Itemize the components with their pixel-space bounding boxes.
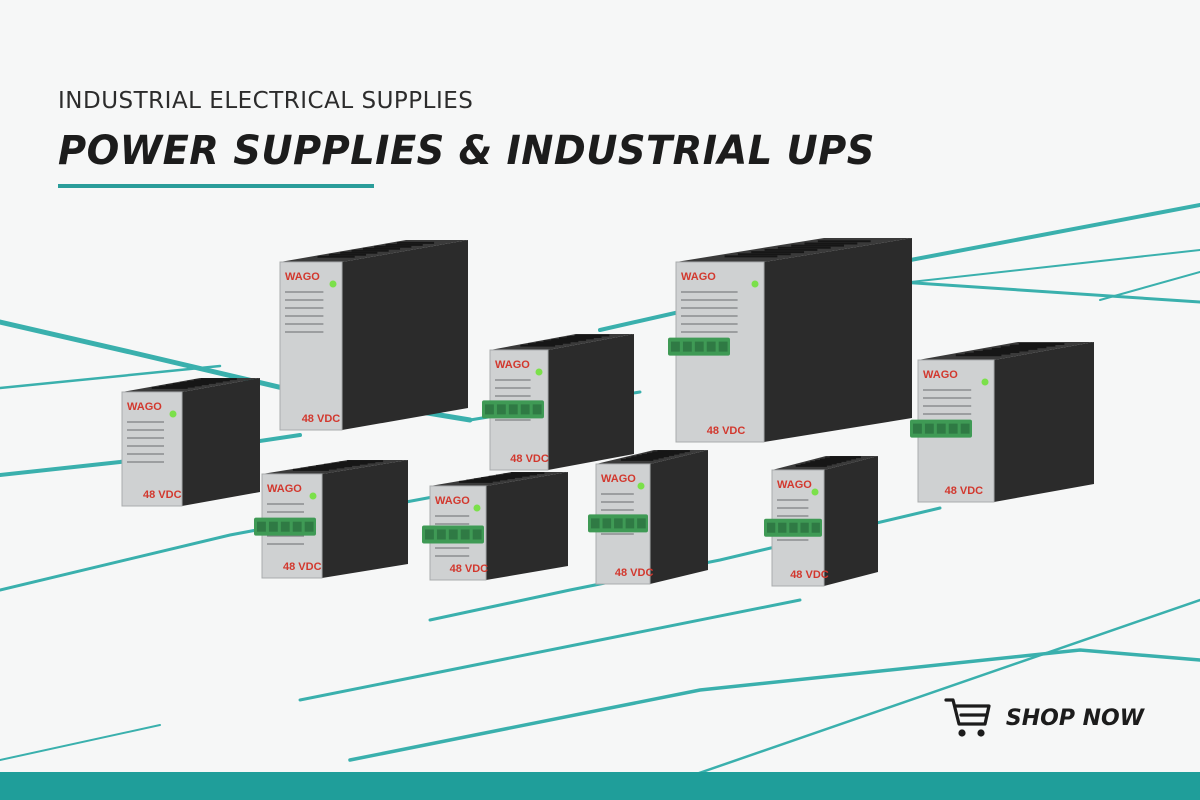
status-led [329, 280, 337, 288]
terminal-screw [706, 341, 716, 352]
terminal-screw [614, 518, 623, 529]
module-brand-label: WAGO [681, 271, 716, 283]
module-rating-label: 48 VDC [283, 561, 322, 573]
terminal-screw [591, 518, 600, 529]
module-brand-label: WAGO [601, 473, 636, 485]
terminal-screw [694, 341, 704, 352]
terminal-screw [520, 404, 530, 415]
terminal-screw [811, 522, 820, 533]
terminal-screw [460, 529, 470, 540]
terminal-screw [436, 529, 446, 540]
terminal-screw [448, 529, 458, 540]
terminal-screw [767, 522, 776, 533]
power-supply-module: WAGO 48 VDC [668, 238, 912, 443]
module-body [824, 456, 878, 586]
terminal-screw [425, 529, 434, 540]
terminal-screw [625, 518, 635, 529]
module-body [322, 460, 408, 578]
terminal-screw [257, 521, 266, 532]
shop-now-label: SHOP NOW [1005, 705, 1144, 731]
shopping-cart-icon [944, 698, 991, 737]
module-rating-label: 48 VDC [510, 453, 549, 465]
module-body [342, 240, 468, 430]
status-led [751, 280, 759, 288]
terminal-screw [496, 404, 506, 415]
terminal-screw [778, 522, 787, 533]
page-title: POWER SUPPLIES & INDUSTRIAL UPS [58, 128, 875, 174]
terminal-screw [532, 404, 542, 415]
terminal-screw [718, 341, 728, 352]
status-led [169, 410, 177, 418]
terminal-screw [280, 521, 290, 532]
terminal-screw [948, 423, 958, 434]
power-supply-module: WAGO 48 VDC [254, 460, 408, 579]
status-led [637, 482, 645, 490]
terminal-screw [508, 404, 518, 415]
terminal-screw [268, 521, 278, 532]
module-rating-label: 48 VDC [450, 563, 489, 575]
hero-header: INDUSTRIAL ELECTRICAL SUPPLIES POWER SUP… [58, 88, 909, 188]
terminal-screw [924, 423, 934, 434]
module-body [548, 334, 634, 470]
power-supply-module: WAGO 48 VDC [279, 240, 468, 431]
terminal-screw [292, 521, 302, 532]
status-led [473, 504, 481, 512]
module-body [182, 378, 260, 506]
module-rating-label: 48 VDC [615, 567, 654, 579]
category-kicker: INDUSTRIAL ELECTRICAL SUPPLIES [58, 88, 474, 114]
power-supply-module: WAGO 48 VDC [764, 456, 878, 587]
module-body [764, 238, 912, 442]
module-body [994, 342, 1094, 502]
terminal-screw [485, 404, 494, 415]
terminal-screw [637, 518, 646, 529]
module-brand-label: WAGO [127, 401, 162, 413]
footer-accent-bar [0, 772, 1200, 800]
terminal-screw [800, 522, 809, 533]
title-underline [58, 184, 374, 188]
terminal-screw [960, 423, 970, 434]
module-brand-label: WAGO [267, 483, 302, 495]
module-brand-label: WAGO [495, 359, 530, 371]
power-supply-module: WAGO 48 VDC [121, 378, 260, 507]
module-brand-label: WAGO [777, 479, 812, 491]
module-body [650, 450, 708, 584]
terminal-screw [913, 423, 922, 434]
status-led [811, 488, 819, 496]
status-led [535, 368, 543, 376]
module-brand-label: WAGO [435, 495, 470, 507]
terminal-screw [602, 518, 612, 529]
terminal-screw [936, 423, 946, 434]
module-brand-label: WAGO [285, 271, 320, 283]
module-rating-label: 48 VDC [302, 413, 341, 425]
power-supply-module: WAGO 48 VDC [482, 334, 634, 471]
terminal-screw [682, 341, 692, 352]
module-rating-label: 48 VDC [790, 569, 829, 581]
terminal-screw [789, 522, 798, 533]
status-led [981, 378, 989, 386]
module-rating-label: 48 VDC [143, 489, 182, 501]
module-body [486, 472, 568, 580]
terminal-screw [671, 341, 680, 352]
module-rating-label: 48 VDC [707, 425, 746, 437]
terminal-screw [304, 521, 314, 532]
module-rating-label: 48 VDC [945, 485, 984, 497]
status-led [309, 492, 317, 500]
module-brand-label: WAGO [923, 369, 958, 381]
module-front-panel [279, 261, 343, 431]
power-supply-module: WAGO 48 VDC [422, 472, 568, 581]
shop-now-button[interactable]: SHOP NOW [944, 696, 1144, 740]
power-supply-module: WAGO 48 VDC [588, 450, 708, 585]
power-supply-module: WAGO 48 VDC [910, 342, 1094, 503]
terminal-screw [472, 529, 482, 540]
